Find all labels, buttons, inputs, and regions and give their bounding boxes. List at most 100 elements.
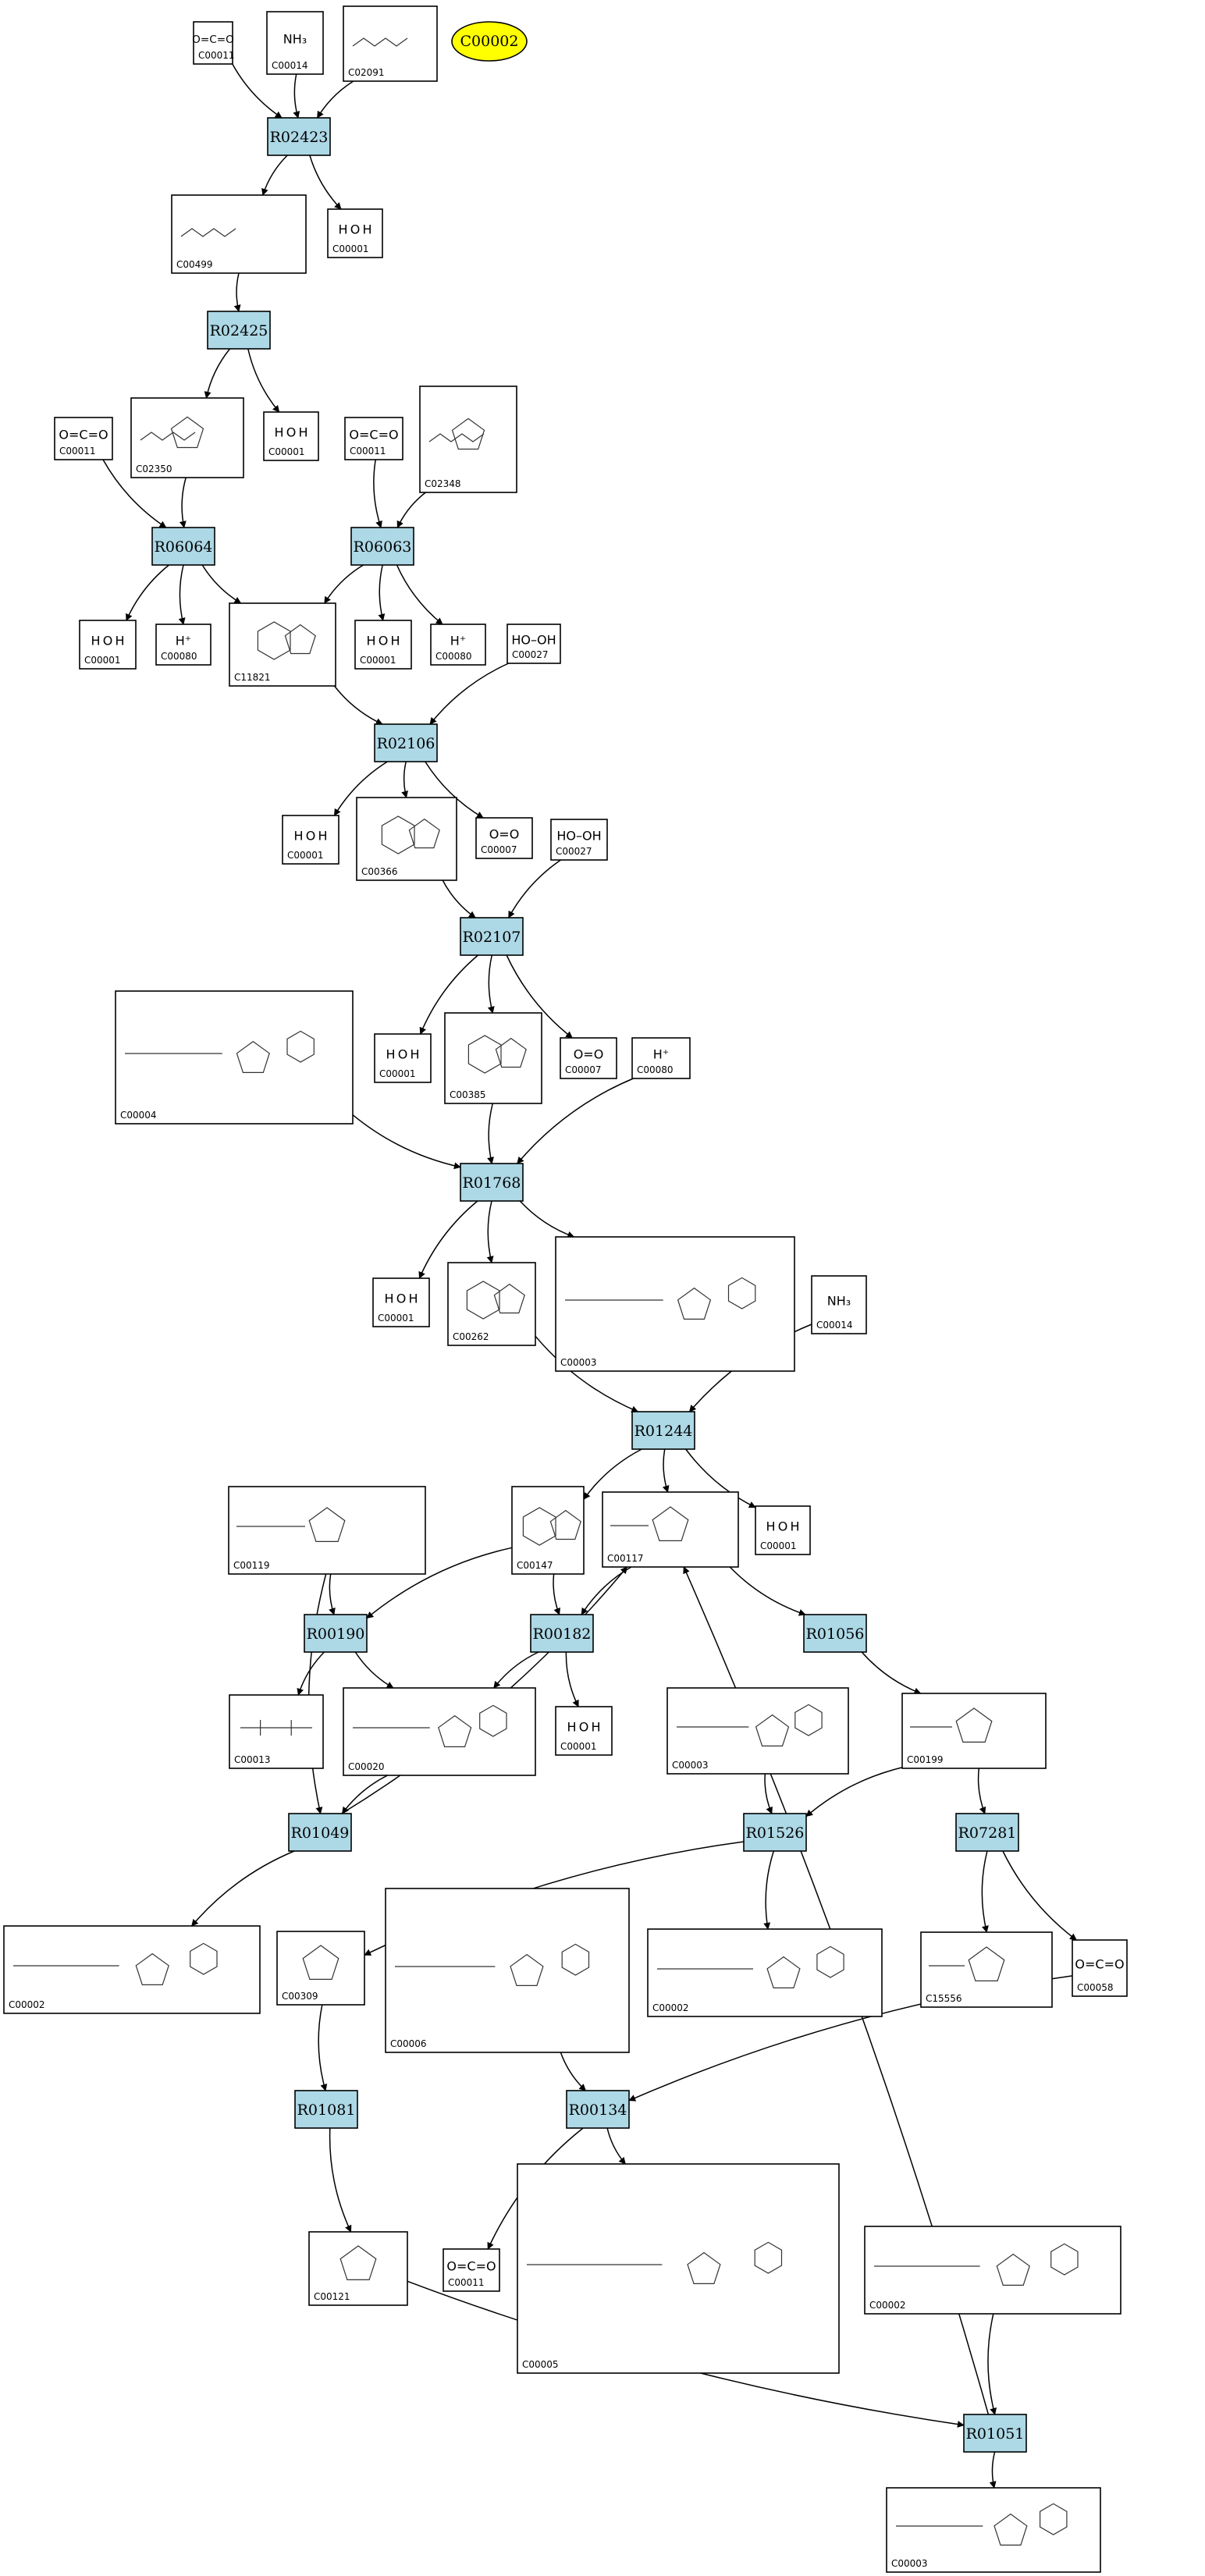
compound-node[interactable]: C00199 <box>901 1693 1047 1769</box>
compound-node[interactable]: C00005 <box>517 2163 840 2374</box>
edge-r06063-to-c14 <box>378 564 386 621</box>
compound-node[interactable]: C00003 <box>886 2487 1101 2573</box>
co2-icon: O=C=O <box>59 428 108 442</box>
compound-node[interactable]: H⁺C00080 <box>155 624 211 666</box>
edge-r02423-to-c4 <box>261 155 288 196</box>
edge-c3-to-r02423 <box>316 80 354 119</box>
reaction-node[interactable]: R01244 <box>631 1411 695 1450</box>
reaction-box <box>207 311 271 350</box>
reaction-node[interactable]: R01081 <box>294 2090 358 2129</box>
compound-node[interactable]: C00121 <box>308 2231 408 2306</box>
reaction-node[interactable]: R02425 <box>207 311 271 350</box>
compound-node[interactable]: C00366 <box>356 797 457 881</box>
compound-id-label: C00001 <box>760 1540 797 1551</box>
edge-r02425-to-c6 <box>204 348 231 399</box>
reaction-node[interactable]: R06063 <box>350 527 414 566</box>
reaction-id-label: R01056 <box>806 1626 865 1643</box>
compound-node[interactable]: C02350 <box>130 397 244 478</box>
compound-node[interactable]: C00119 <box>228 1486 426 1575</box>
compound-box <box>263 411 319 461</box>
compound-node[interactable]: C00309 <box>276 1931 365 2006</box>
reaction-node[interactable]: R00134 <box>566 2090 630 2129</box>
reaction-node[interactable]: R02423 <box>267 117 331 156</box>
reaction-node[interactable]: R02107 <box>460 917 524 956</box>
purine-ring-icon <box>257 621 291 660</box>
compound-id-label: C02091 <box>348 67 385 78</box>
compound-node[interactable]: C11821 <box>229 602 336 687</box>
highlighted-compound-node[interactable] <box>451 21 528 62</box>
compound-id-label: C00011 <box>350 446 386 457</box>
compound-node[interactable]: C02348 <box>419 386 517 493</box>
reaction-node[interactable]: R06064 <box>151 527 215 566</box>
compound-id-label: C00262 <box>453 1331 489 1342</box>
reaction-node[interactable]: R00182 <box>530 1614 594 1653</box>
water-icon: H O H <box>293 829 327 844</box>
compound-node[interactable]: C00499 <box>171 194 307 274</box>
reaction-id-label: R02425 <box>210 322 268 339</box>
compound-node[interactable]: C00003 <box>555 1236 795 1372</box>
edge-r06063-to-c13 <box>324 564 364 604</box>
compound-node[interactable]: C00117 <box>602 1491 739 1568</box>
reaction-node[interactable]: R00190 <box>304 1614 368 1653</box>
compound-node[interactable]: C00262 <box>447 1262 536 1346</box>
compound-node[interactable]: H⁺C00080 <box>631 1037 691 1079</box>
base-ring-icon <box>286 1030 315 1063</box>
compound-box <box>115 990 354 1125</box>
compound-node[interactable]: C02091 <box>343 5 438 82</box>
compound-id-label: C00002 <box>869 2300 906 2311</box>
compound-node[interactable]: C00006 <box>385 1888 630 2053</box>
compound-box <box>3 1925 261 2014</box>
edge-r06064-to-c13 <box>201 564 242 604</box>
compound-id-label: C00309 <box>282 1991 318 2002</box>
reaction-box <box>631 1411 695 1450</box>
compound-id-label: C00117 <box>607 1553 644 1564</box>
reaction-box <box>267 117 331 156</box>
reaction-node[interactable]: R01051 <box>963 2414 1027 2453</box>
reaction-node[interactable]: R01768 <box>460 1163 524 1202</box>
compound-node[interactable]: C00147 <box>511 1486 585 1575</box>
reaction-node[interactable]: R01526 <box>743 1813 807 1852</box>
reaction-node[interactable]: R01049 <box>288 1813 352 1852</box>
compound-node[interactable]: C15556 <box>920 1931 1053 2008</box>
compound-node[interactable]: C00002 <box>647 1928 883 2017</box>
compound-node[interactable]: C00020 <box>343 1687 536 1776</box>
compound-node[interactable]: C00004 <box>115 990 354 1125</box>
chain-icon <box>140 432 196 441</box>
compound-box <box>228 1486 426 1575</box>
compound-node[interactable]: C00002 <box>864 2226 1121 2315</box>
compound-id-label: C00007 <box>481 844 517 855</box>
purine-ring-icon <box>381 815 415 855</box>
compound-node[interactable]: C00003 <box>666 1687 849 1775</box>
compound-box <box>374 1033 432 1083</box>
compound-node[interactable]: H⁺C00080 <box>430 624 486 666</box>
reaction-node[interactable]: R01056 <box>803 1614 867 1653</box>
compound-node[interactable]: C00385 <box>444 1012 542 1104</box>
edge-c38-to-r01526 <box>805 1767 903 1817</box>
edge-r06064-to-c11 <box>126 564 169 621</box>
imidazole-ring-icon <box>549 1509 581 1540</box>
reaction-node[interactable]: R02106 <box>374 723 438 762</box>
compound-node[interactable]: C00002 <box>3 1925 261 2014</box>
compound-node[interactable]: C00013 <box>229 1694 324 1769</box>
reaction-node[interactable]: R07281 <box>955 1813 1019 1852</box>
